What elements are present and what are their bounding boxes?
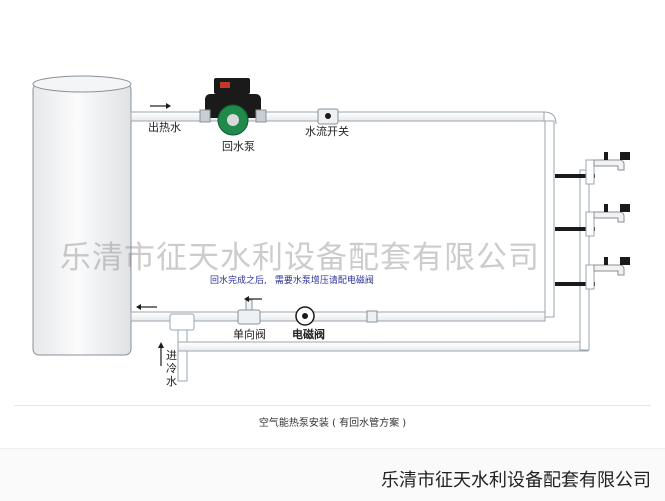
cold-water-label: 进 冷 水: [166, 349, 177, 388]
svg-text:冷: 冷: [166, 362, 177, 375]
diagram-caption: 空气能热泵安装 ( 有回水管方案 ): [258, 418, 407, 429]
faucet-icon: [593, 152, 630, 171]
footer-watermark: 乐清市征天水利设备配套有限公司: [381, 470, 651, 491]
solenoid-note-suffix: 需要水泵增压请配电磁阀: [275, 274, 374, 286]
check-valve-label: 单向阀: [233, 327, 266, 341]
flow-switch: [317, 108, 339, 125]
arrow-right-icon: [150, 103, 171, 109]
return-pipe: [130, 311, 546, 322]
cold-water-pipe: [169, 169, 590, 382]
faucet-branches: [555, 159, 595, 290]
tee-fitting: [169, 313, 195, 331]
solenoid-valve-icon: [295, 306, 315, 326]
solenoid-note: 回水完成之后, 需要水泵增压请配电磁阀: [210, 274, 374, 286]
arrow-left-icon: [244, 296, 262, 302]
hot-water-pipe: [130, 111, 557, 318]
flow-switch-label: 水流开关: [305, 124, 349, 138]
svg-text:水: 水: [166, 375, 177, 388]
faucet-icon: [593, 204, 630, 223]
return-pump-label: 回水泵: [222, 140, 255, 153]
check-valve: [237, 299, 261, 325]
svg-text:进: 进: [166, 349, 177, 362]
hot-water-out-label: 出热水: [148, 120, 181, 134]
arrow-left-icon: [136, 304, 157, 310]
caption-divider: [14, 405, 651, 406]
solenoid-note-prefix: 回水完成之后,: [210, 274, 267, 286]
arrow-up-icon: [158, 342, 164, 366]
water-tank: [32, 75, 132, 356]
circulation-pump-icon: [199, 78, 267, 136]
return-fitting: [366, 310, 378, 323]
solenoid-valve-label: 电磁阀: [292, 327, 325, 341]
footer-bar: [0, 448, 665, 501]
faucet-icon: [593, 257, 630, 276]
center-watermark: 乐清市征天水利设备配套有限公司: [60, 240, 540, 276]
